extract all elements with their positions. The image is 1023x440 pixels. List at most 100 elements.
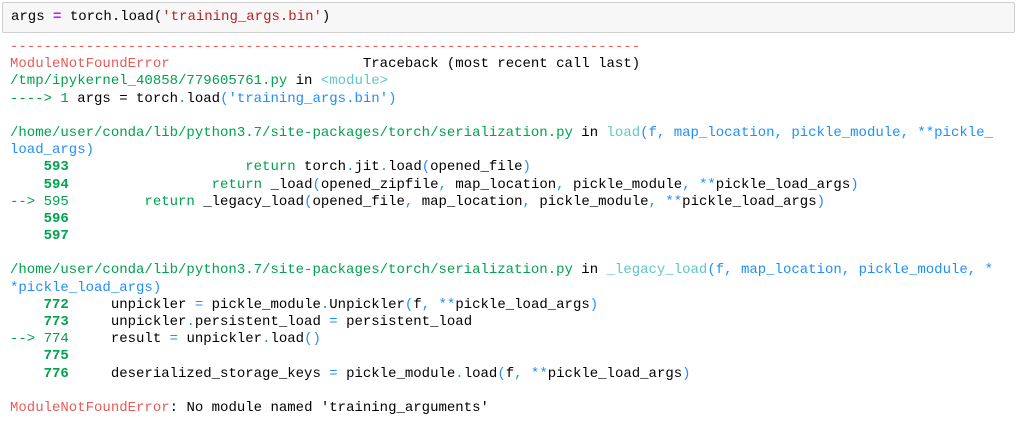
traceback-line: *pickle_load_args) [10, 280, 993, 297]
code-token: . [320, 296, 330, 313]
code-token: , ** [682, 176, 716, 193]
code-token: (f, map_location, pickle_module, **pickl… [640, 124, 993, 141]
code-token: , [438, 176, 456, 193]
code-token: ) [522, 159, 531, 176]
code-token: ) [682, 365, 691, 382]
code-token: pickle_load_args [682, 193, 817, 210]
code-token: pickle_module [572, 176, 683, 193]
code-token: . [178, 90, 187, 107]
code-token: pickle_module [539, 193, 649, 210]
code-token: = [194, 296, 204, 313]
traceback-line: 594 return _load(opened_zipfile, map_loc… [10, 177, 993, 194]
code-token: in [572, 262, 607, 279]
code-token: in [572, 124, 607, 141]
traceback-line: 776 deserialized_storage_keys = pickle_m… [10, 366, 993, 383]
code-token: ) [816, 193, 825, 210]
traceback-line [10, 108, 993, 125]
code-token: ----> 1 [10, 90, 78, 107]
code-token: _legacy_load [606, 262, 708, 279]
code-input-cell[interactable]: args = torch.load('training_args.bin') [2, 2, 1015, 33]
code-token: in [287, 73, 321, 90]
code-token: /home/user/conda/lib/python3.7/site-pack… [10, 124, 573, 141]
code-token: ----------------------------------------… [10, 39, 641, 55]
code-token: ( [304, 193, 313, 210]
code-token: = [53, 9, 62, 25]
traceback-line: /home/user/conda/lib/python3.7/site-pack… [10, 262, 993, 279]
code-token: result [77, 331, 170, 348]
code-token: 597 [10, 228, 78, 245]
code-token: --> 774 [10, 331, 78, 348]
code-token: jit [354, 159, 380, 176]
code-token: load [186, 90, 221, 107]
code-token: load [606, 124, 641, 141]
code-token: opened_file [430, 159, 523, 176]
code-token: /tmp/ipykernel_40858/779605761.py [10, 73, 288, 90]
code-token: 596 [10, 210, 78, 227]
traceback-line: load_args) [10, 142, 993, 159]
code-token: load [270, 331, 305, 348]
traceback-line: ModuleNotFoundError: No module named 'tr… [10, 400, 993, 417]
code-token: , ** [514, 365, 548, 382]
code-token: 'training_args.bin' [228, 90, 389, 107]
code-token: = [329, 314, 338, 330]
code-token: (f, map_location, pickle_module, * [707, 262, 993, 279]
code-token: Traceback (most recent call last) [169, 56, 641, 73]
code-token: ) [321, 9, 331, 25]
traceback-line: /home/user/conda/lib/python3.7/site-pack… [10, 125, 993, 142]
code-token: persistent_load [337, 314, 473, 330]
traceback-line: 596 [10, 211, 993, 228]
code-token: f [505, 365, 515, 382]
code-token: unpickler [77, 296, 195, 313]
code-token: pickle_load_args [547, 365, 683, 382]
code-token: load [388, 159, 422, 176]
code-token: pickle_module [203, 296, 321, 313]
code-token: ModuleNotFoundError [10, 399, 170, 416]
code-token: . [346, 159, 355, 176]
code-token: <module> [320, 73, 389, 90]
traceback-line [10, 245, 993, 262]
traceback-line [10, 383, 993, 400]
code-token: /home/user/conda/lib/python3.7/site-pack… [10, 262, 573, 279]
code-token: torch [295, 159, 347, 176]
code-token: ) [388, 90, 397, 107]
code-token: pickle_load_args [455, 296, 590, 313]
code-token: . [262, 331, 271, 348]
code-token: , ** [648, 193, 683, 210]
code-token: return [77, 176, 263, 193]
code-token: 773 [10, 314, 78, 330]
code-token: ) [850, 176, 859, 193]
traceback-line: ----> 1 args = torch.load('training_args… [10, 91, 993, 108]
traceback-line: 773 unpickler.persistent_load = persiste… [10, 314, 993, 331]
code-token: 772 [10, 296, 78, 313]
code-token: ( [404, 296, 414, 313]
code-token: *pickle_load_args) [10, 279, 162, 296]
code-token: f [413, 296, 422, 313]
traceback-line: 597 [10, 228, 993, 245]
code-token: opened_zipfile [320, 176, 439, 193]
traceback-line: 775 [10, 348, 993, 365]
traceback-line: ----------------------------------------… [10, 39, 993, 56]
code-token: unpickler [178, 331, 263, 348]
code-token: ( [421, 159, 431, 176]
code-input[interactable]: args = torch.load('training_args.bin') [11, 9, 330, 26]
code-token: _load [262, 176, 313, 193]
code-token: return [77, 193, 195, 210]
code-token: ( [312, 176, 321, 193]
code-token: : No module named 'training_arguments' [169, 399, 489, 416]
code-token: , ** [421, 296, 456, 313]
code-token: args = torch [77, 90, 179, 107]
code-token: deserialized_storage_keys [77, 365, 330, 382]
traceback-line: ModuleNotFoundError Traceback (most rece… [10, 56, 993, 73]
traceback-line: --> 774 result = unpickler.load() [10, 331, 993, 348]
code-token: map_location [421, 193, 523, 210]
code-token: 776 [10, 365, 78, 382]
code-token: , [404, 193, 422, 210]
code-token: . [455, 365, 464, 382]
code-token: map_location [455, 176, 557, 193]
code-token: pickle_load_args [715, 176, 851, 193]
code-token: return [77, 159, 296, 176]
code-token: 594 [10, 176, 78, 193]
code-token: load [463, 365, 498, 382]
code-token: = [169, 331, 179, 348]
code-token: . [379, 159, 389, 176]
